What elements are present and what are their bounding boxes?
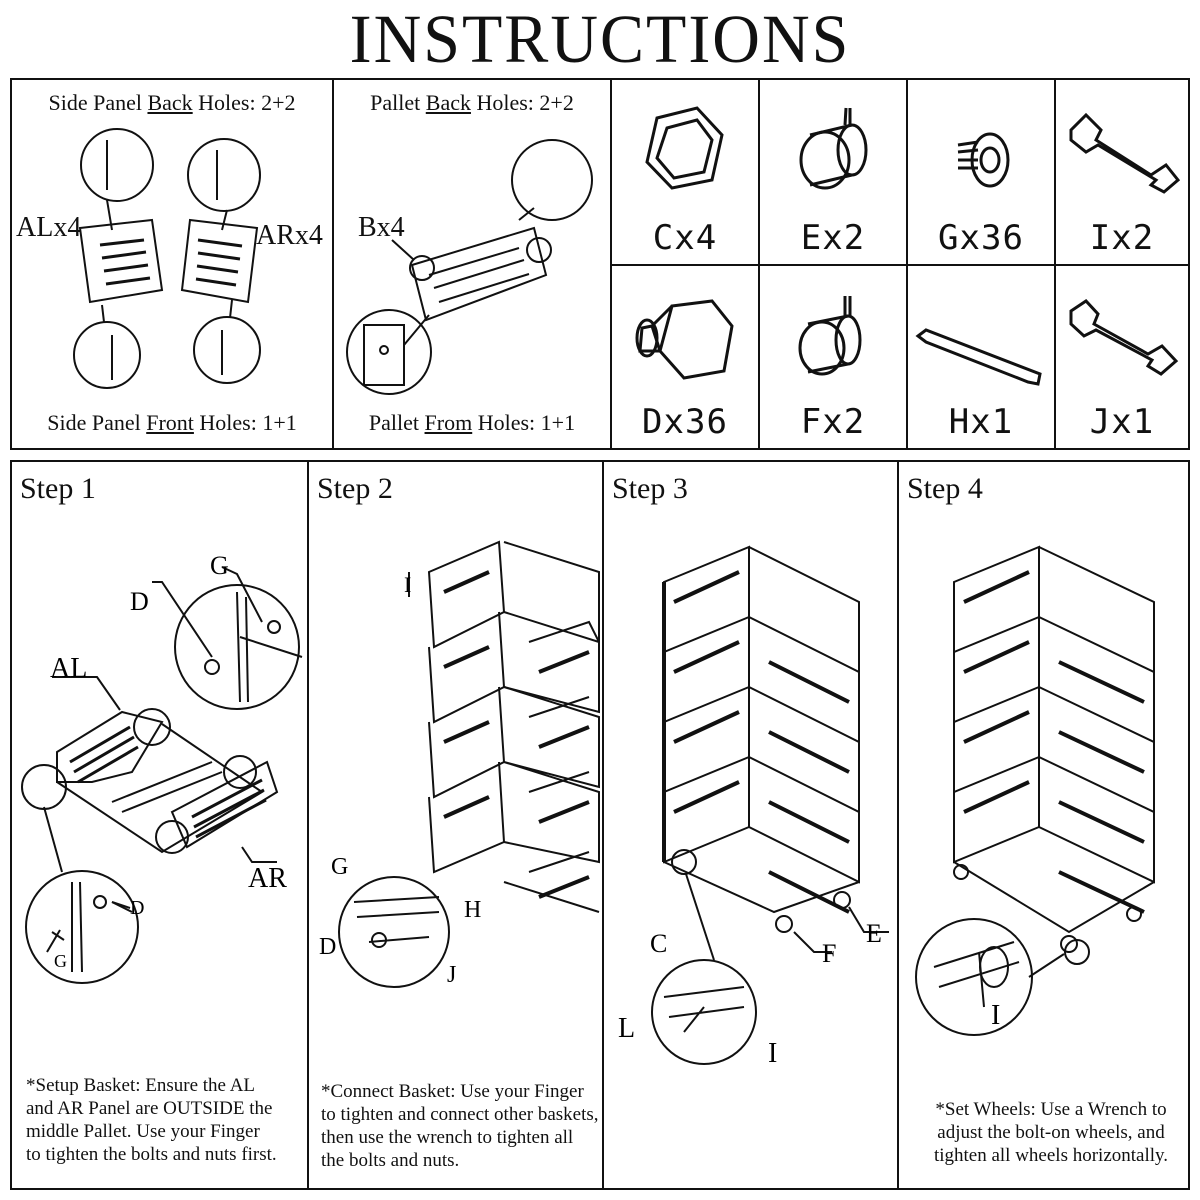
- step-1-label-d: D: [130, 587, 149, 616]
- step-2-label-h: H: [464, 897, 481, 923]
- part-i: Ix2: [1054, 80, 1188, 264]
- bolt-icon: [957, 132, 1010, 188]
- step-2-label-j: J: [447, 962, 456, 988]
- part-j-code: Jx1: [1089, 402, 1155, 442]
- step-1-label-al: AL: [50, 653, 87, 684]
- pallet-holes-panel: Pallet Back Holes: 2+2 Bx4 Pallet From H…: [332, 80, 610, 448]
- part-f: Fx2: [758, 264, 906, 448]
- part-g-code: Gx36: [938, 218, 1024, 258]
- step-2-panel: Step 2 I G H D J *: [307, 462, 602, 1188]
- side-panel-back-caption: Side Panel Back Holes: 2+2: [48, 90, 296, 115]
- step-3-illustration: C F E L I: [618, 545, 889, 1069]
- step-2-label-i: I: [404, 572, 411, 597]
- step-4-note: *Set Wheels: Use a Wrench to adjust the …: [933, 1099, 1169, 1166]
- step-1-label-g: G: [210, 551, 229, 580]
- step-4-label-i: I: [991, 1000, 1000, 1031]
- pallet-back-caption: Pallet Back Holes: 2+2: [370, 90, 574, 115]
- label-ar-count: ARx4: [256, 220, 323, 251]
- part-f-code: Fx2: [800, 402, 866, 442]
- step-3-label-f: F: [822, 939, 836, 968]
- step-4-title: Step 4: [907, 472, 983, 505]
- step-1-title: Step 1: [20, 472, 96, 505]
- step-3-label-l: L: [618, 1013, 635, 1044]
- part-j: Jx1: [1054, 264, 1188, 448]
- assembly-steps: Step 1: [10, 460, 1190, 1190]
- label-b-count: Bx4: [358, 212, 405, 243]
- part-d: Dx36: [610, 264, 758, 448]
- step-4-panel: Step 4 I *Set Wheels: Use a Wrench to ad…: [897, 462, 1190, 1188]
- step-3-label-c: C: [650, 929, 667, 958]
- step-3-label-e: E: [866, 919, 882, 948]
- side-panel-front-caption: Side Panel Front Holes: 1+1: [47, 410, 297, 435]
- part-e: Ex2: [758, 80, 906, 264]
- part-c: Cx4: [610, 80, 758, 264]
- parts-overview: Side Panel Back Holes: 2+2 ALx4 ARx4 Sid…: [10, 78, 1190, 450]
- page-title: INSTRUCTIONS: [349, 1, 851, 78]
- step-1-label-ar: AR: [248, 863, 287, 894]
- step-2-label-d: D: [319, 934, 336, 960]
- part-h-code: Hx1: [948, 402, 1014, 442]
- part-i-code: Ix2: [1089, 218, 1155, 258]
- step-1-note: *Setup Basket: Ensure the AL and AR Pane…: [26, 1075, 277, 1165]
- side-panel-holes-panel: Side Panel Back Holes: 2+2 ALx4 ARx4 Sid…: [12, 80, 332, 448]
- step-1-panel: Step 1: [12, 462, 307, 1188]
- step-3-panel: Step 3 C F E L I: [602, 462, 897, 1188]
- part-c-code: Cx4: [652, 218, 718, 258]
- wrench-icon: [1069, 299, 1179, 376]
- part-e-code: Ex2: [800, 218, 866, 258]
- wrench-icon: [1069, 112, 1181, 194]
- step-3-title: Step 3: [612, 472, 688, 505]
- step-1-label-d2: D: [130, 897, 144, 919]
- label-al-count: ALx4: [16, 212, 82, 243]
- pallet-front-caption: Pallet From Holes: 1+1: [368, 410, 576, 435]
- part-h: Hx1: [906, 264, 1054, 448]
- step-1-illustration: G D AL AR D G: [21, 551, 303, 984]
- wheel-icon: [799, 107, 868, 190]
- step-4-illustration: I: [915, 545, 1155, 1036]
- pallet-illustration: [346, 139, 593, 395]
- step-2-title: Step 2: [317, 472, 393, 505]
- part-g: Gx36: [906, 80, 1054, 264]
- part-d-code: Dx36: [642, 402, 728, 442]
- step-3-label-i: I: [768, 1038, 777, 1069]
- step-1-label-g2: G: [54, 951, 67, 971]
- step-2-illustration: I G H D J: [319, 540, 600, 988]
- step-2-label-g: G: [331, 854, 348, 880]
- hex-nut-icon: [645, 106, 724, 190]
- step-2-note: *Connect Basket: Use your Finger to tigh…: [321, 1081, 599, 1171]
- cap-nut-icon: [635, 299, 734, 380]
- side-panel-illustration: [73, 128, 261, 389]
- hex-key-icon: [915, 328, 1042, 386]
- wheel-icon: [798, 296, 862, 376]
